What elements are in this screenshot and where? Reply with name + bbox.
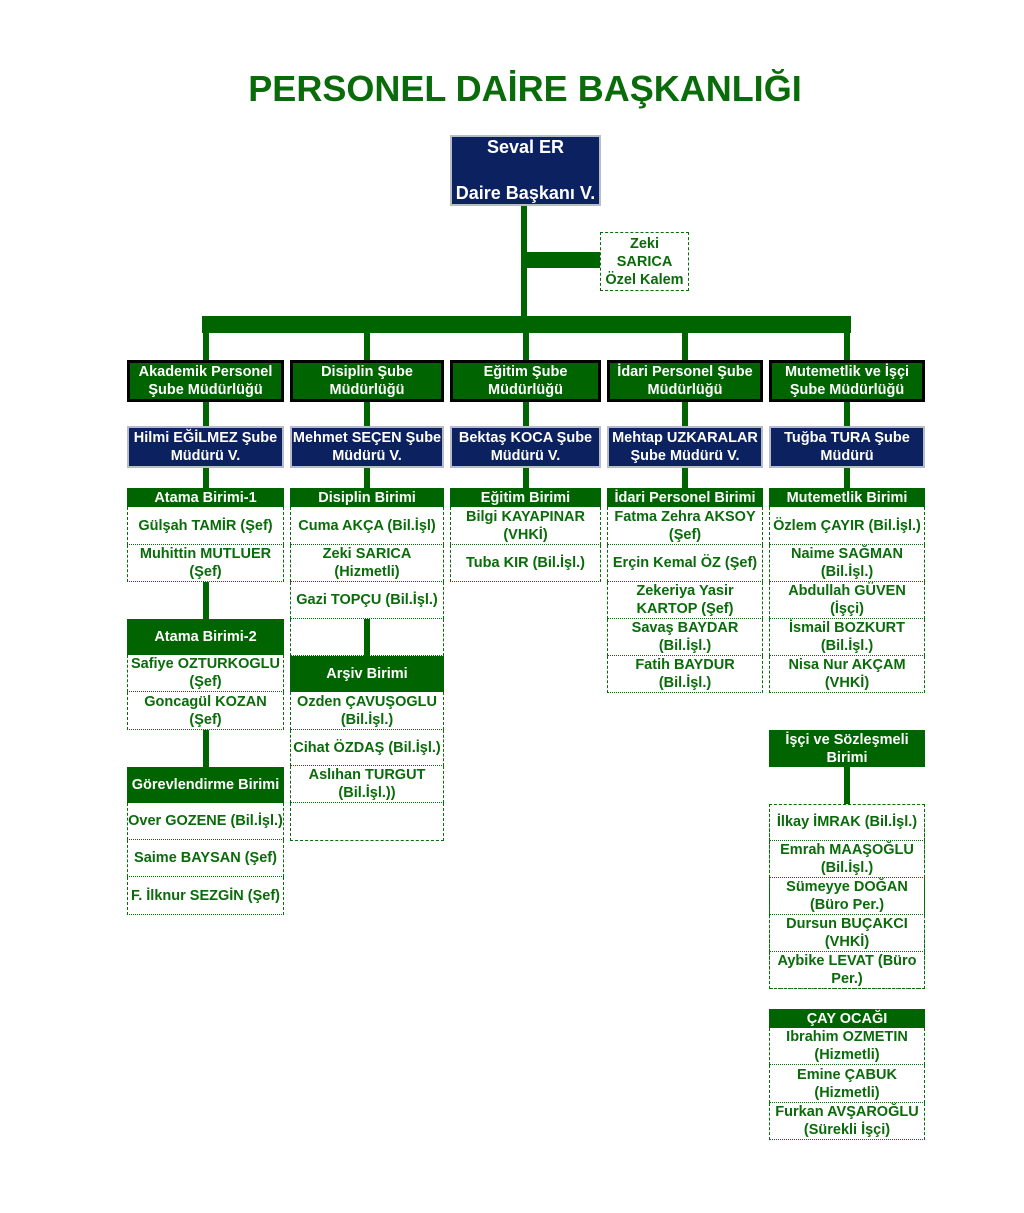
unit-header: İşçi ve Sözleşmeli Birimi: [769, 730, 925, 767]
staff-item: Gazi TOPÇU (Bil.İşl.): [290, 582, 444, 619]
manager-box: Mehtap UZKARALAR Şube Müdürü V.: [607, 426, 763, 468]
page-title: PERSONEL DAİRE BAŞKANLIĞI: [248, 68, 802, 109]
staff-item: F. İlknur SEZGİN (Şef): [127, 877, 284, 915]
department-box: Eğitim Şube Müdürlüğü: [450, 360, 601, 402]
staff-item: Tuba KIR (Bil.İşl.): [450, 545, 601, 582]
connector-line: [844, 400, 850, 426]
staff-item: Erçin Kemal ÖZ (Şef): [607, 545, 763, 582]
staff-item: Abdullah GÜVEN (İşçi): [769, 582, 925, 619]
connector-line: [202, 400, 209, 426]
connector-line: [844, 466, 850, 488]
staff-item: Over GOZENE (Bil.İşl.): [127, 803, 284, 840]
manager-box: Tuğba TURA Şube Müdürü: [769, 426, 925, 468]
connector-line: [682, 466, 688, 488]
unit-header: İdari Personel Birimi: [607, 488, 763, 507]
connector-line: [844, 330, 850, 360]
connector-line: [364, 466, 370, 488]
staff-item: Savaş BAYDAR (Bil.İşl.): [607, 619, 763, 656]
staff-item: Cuma AKÇA (Bil.İşl): [290, 507, 444, 545]
private-office-box: Zeki SARICA Özel Kalem: [600, 232, 689, 291]
connector-line: [202, 330, 209, 360]
head-name: Seval ER: [486, 137, 565, 157]
connector-line: [682, 400, 688, 426]
connector-line: [522, 466, 529, 488]
unit-header: Atama Birimi-1: [127, 488, 284, 507]
staff-item: Zekeriya Yasir KARTOP (Şef): [607, 582, 763, 619]
staff-item: Zeki SARICA (Hizmetli): [290, 545, 444, 582]
connector-line: [364, 619, 370, 656]
staff-item: Goncagül KOZAN (Şef): [127, 692, 284, 730]
department-box: İdari Personel Şube Müdürlüğü: [607, 360, 763, 402]
staff-item: Fatma Zehra AKSOY (Şef): [607, 507, 763, 545]
unit-header: Disiplin Birimi: [290, 488, 444, 507]
unit-header: Arşiv Birimi: [290, 656, 444, 692]
department-box: Mutemetlik ve İşçi Şube Müdürlüğü: [769, 360, 925, 402]
staff-item: Saime BAYSAN (Şef): [127, 840, 284, 877]
unit-header: Görevlendirme Birimi: [127, 767, 284, 803]
manager-box: Mehmet SEÇEN Şube Müdürü V.: [290, 426, 444, 468]
manager-box: Bektaş KOCA Şube Müdürü V.: [450, 426, 601, 468]
connector-line: [682, 330, 688, 360]
connector-line: [202, 466, 209, 488]
staff-item: Furkan AVŞAROĞLU (Sürekli İşçi): [769, 1103, 925, 1140]
empty-cell: [290, 803, 444, 841]
staff-item: Safiye OZTURKOGLU (Şef): [127, 655, 284, 692]
staff-item: Emrah MAAŞOĞLU (Bil.İşl.): [769, 841, 925, 878]
connector-line: [202, 730, 209, 767]
staff-item: İsmail BOZKURT (Bil.İşl.): [769, 619, 925, 656]
connector-line: [364, 400, 370, 426]
staff-item: Aslıhan TURGUT (Bil.İşl.)): [290, 766, 444, 803]
unit-header: Mutemetlik Birimi: [769, 488, 925, 507]
staff-item: Özlem ÇAYIR (Bil.İşl.): [769, 507, 925, 545]
staff-item: Ibrahim OZMETIN (Hizmetli): [769, 1028, 925, 1065]
connector-line: [522, 400, 529, 426]
staff-item: Gülşah TAMİR (Şef): [127, 507, 284, 545]
department-box: Akademik Personel Şube Müdürlüğü: [127, 360, 284, 402]
connector-line: [202, 316, 851, 333]
head-role: Daire Başkanı V.: [455, 183, 596, 203]
unit-header: Eğitim Birimi: [450, 488, 601, 507]
connector-line: [202, 582, 209, 619]
connector-line: [522, 330, 529, 360]
staff-item: Emine ÇABUK (Hizmetli): [769, 1065, 925, 1103]
staff-item: Ozden ÇAVUŞOGLU (Bil.İşl.): [290, 692, 444, 730]
staff-item: Nisa Nur AKÇAM (VHKİ): [769, 656, 925, 693]
staff-item: Muhittin MUTLUER (Şef): [127, 545, 284, 582]
staff-group-outline: [769, 804, 925, 989]
staff-item: Sümeyye DOĞAN (Büro Per.): [769, 878, 925, 915]
staff-item: Bilgi KAYAPINAR (VHKİ): [450, 507, 601, 545]
staff-item: Fatih BAYDUR (Bil.İşl.): [607, 656, 763, 693]
head-box: Seval ER Daire Başkanı V.: [450, 135, 601, 206]
connector-line: [521, 252, 600, 268]
department-box: Disiplin Şube Müdürlüğü: [290, 360, 444, 402]
staff-item: Naime SAĞMAN (Bil.İşl.): [769, 545, 925, 582]
unit-header: Atama Birimi-2: [127, 619, 284, 655]
staff-item: Cihat ÖZDAŞ (Bil.İşl.): [290, 730, 444, 766]
manager-box: Hilmi EĞİLMEZ Şube Müdürü V.: [127, 426, 284, 468]
connector-line: [364, 330, 370, 360]
connector-line: [844, 767, 850, 804]
unit-header: ÇAY OCAĞI: [769, 1009, 925, 1028]
